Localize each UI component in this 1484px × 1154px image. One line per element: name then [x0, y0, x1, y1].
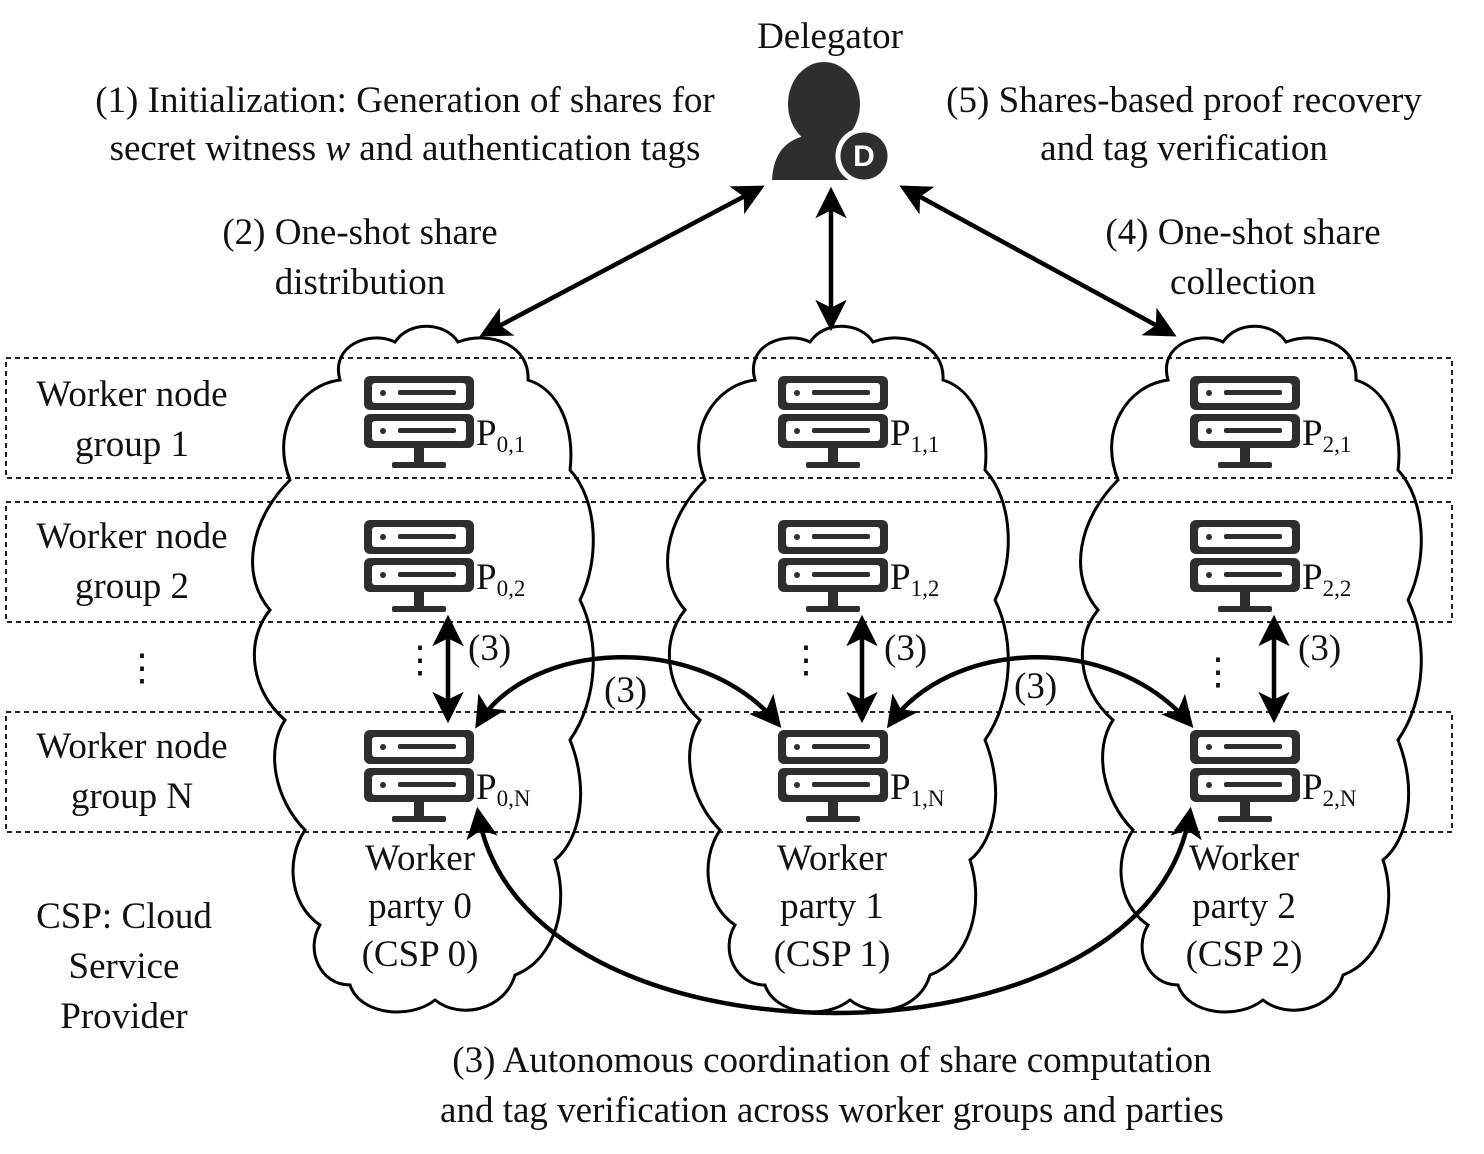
group-2-line2: group 2 [75, 566, 189, 607]
step1-line1: (1) Initialization: Generation of shares… [95, 80, 715, 121]
server-icon-p11 [778, 376, 888, 468]
party-1-line1: Worker [777, 838, 887, 879]
group-box-1 [5, 357, 1453, 479]
party-2-line1: Worker [1189, 838, 1299, 879]
group-n-line2: group N [71, 776, 193, 817]
party-1-line3: (CSP 1) [774, 934, 891, 975]
cloud-party-1 [666, 324, 1010, 1014]
server-icon-p22 [1190, 520, 1300, 612]
step2-line2: distribution [275, 262, 446, 303]
node-p02: P0,2 [476, 557, 525, 601]
group-ellipsis: ⋮ [124, 648, 161, 689]
party-0-line3: (CSP 0) [362, 934, 479, 975]
csp-note-line3: Provider [60, 996, 187, 1037]
step4-line2: collection [1170, 262, 1316, 303]
group-n-line1: Worker node [36, 726, 227, 767]
dots-party-1: ⋮ [788, 640, 825, 681]
server-icon-p01 [364, 376, 474, 468]
arrow-party1-party2 [886, 655, 1194, 729]
label-3-party0: (3) [468, 628, 511, 669]
party-0-line1: Worker [365, 838, 475, 879]
node-p11: P1,1 [890, 413, 939, 457]
csp-note-line1: CSP: Cloud [36, 896, 212, 937]
server-icon-p02 [364, 520, 474, 612]
dots-party-2: ⋮ [1200, 652, 1237, 693]
cloud-party-0 [251, 324, 595, 1014]
arrow-delegator-party0 [479, 185, 765, 337]
label-3-between-0-1: (3) [604, 670, 647, 711]
step5-line1: (5) Shares-based proof recovery [946, 80, 1422, 121]
server-icon-p0n [364, 730, 474, 822]
label-3-between-1-2: (3) [1014, 666, 1057, 707]
node-p22: P2,2 [1302, 557, 1351, 601]
delegator-label: Delegator [757, 16, 903, 57]
cloud-party-2 [1079, 324, 1423, 1014]
step2-line1: (2) One-shot share [222, 212, 497, 253]
arrow-party0-party2 [466, 806, 1202, 1016]
group-box-2 [5, 501, 1453, 623]
node-p1n: P1,N [890, 767, 945, 811]
dots-party-0: ⋮ [402, 640, 439, 681]
delegator-person-icon: D [772, 62, 893, 185]
server-icon-p12 [778, 520, 888, 612]
server-icon-p2n [1190, 730, 1300, 822]
step1-line2: secret witness w and authentication tags [110, 128, 701, 169]
step3-line2: and tag verification across worker group… [440, 1090, 1224, 1131]
party-2-line2: party 2 [1192, 886, 1296, 927]
server-icon-p21 [1190, 376, 1300, 468]
node-p01: P0,1 [476, 413, 525, 457]
label-3-party1: (3) [884, 628, 927, 669]
delegator-badge: D [853, 140, 875, 173]
party-1-line2: party 1 [780, 886, 884, 927]
arrow-delegator-party2 [899, 185, 1177, 337]
party-2-line3: (CSP 2) [1186, 934, 1303, 975]
arrow-party0-party1 [475, 655, 782, 729]
step3-line1: (3) Autonomous coordination of share com… [452, 1040, 1211, 1081]
node-p0n: P0,N [476, 767, 531, 811]
node-p2n: P2,N [1302, 767, 1357, 811]
step5-line2: and tag verification [1040, 128, 1328, 169]
party-0-line2: party 0 [368, 886, 472, 927]
node-p21: P2,1 [1302, 413, 1351, 457]
group-1-line2: group 1 [75, 424, 189, 465]
group-2-line1: Worker node [36, 516, 227, 557]
label-3-party2: (3) [1298, 628, 1341, 669]
server-icon-p1n [778, 730, 888, 822]
group-1-line1: Worker node [36, 374, 227, 415]
csp-note-line2: Service [69, 946, 180, 987]
step4-line1: (4) One-shot share [1105, 212, 1380, 253]
node-p12: P1,2 [890, 557, 939, 601]
